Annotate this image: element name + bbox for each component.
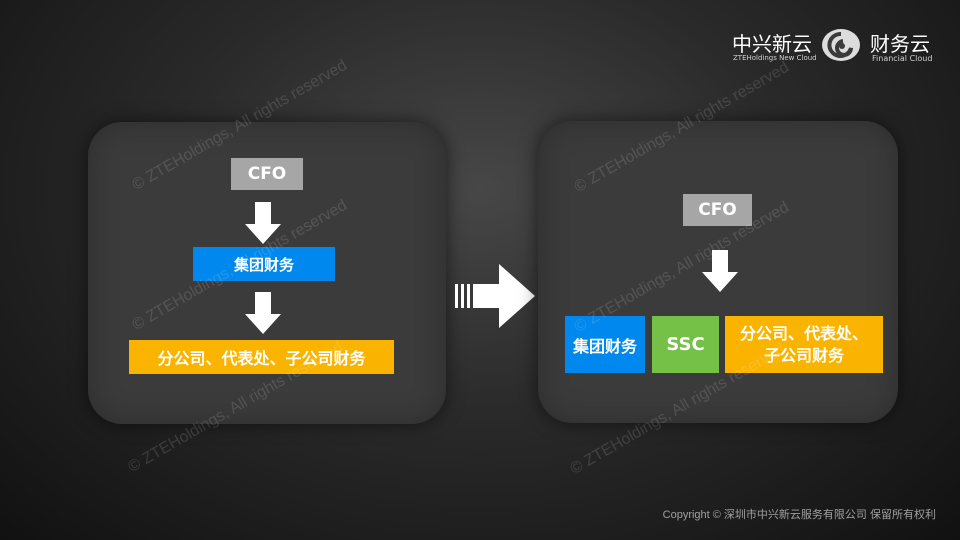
company-name-en: ZTEHoldings New Cloud bbox=[733, 54, 817, 62]
right-arrow-icon bbox=[455, 264, 535, 328]
company-name-cn: 中兴新云 bbox=[732, 32, 812, 56]
cloud-logo-icon bbox=[822, 29, 860, 61]
right-cfo-box: CFO bbox=[683, 194, 752, 226]
right-branches-line1: 分公司、代表处、 bbox=[739, 323, 868, 343]
right-group-finance-box: 集团财务 bbox=[565, 316, 645, 373]
down-arrow-icon bbox=[245, 202, 281, 244]
right-branches-box: 分公司、代表处、 子公司财务 bbox=[725, 316, 883, 373]
left-branches-box: 分公司、代表处、子公司财务 bbox=[129, 340, 394, 374]
left-cfo-box: CFO bbox=[231, 158, 303, 190]
down-arrow-icon bbox=[245, 292, 281, 334]
ssc-box: SSC bbox=[652, 316, 719, 373]
copyright-footer: Copyright © 深圳市中兴新云服务有限公司 保留所有权利 bbox=[662, 509, 936, 521]
product-name-en: Financial Cloud bbox=[872, 54, 933, 63]
product-name-cn: 财务云 bbox=[870, 32, 930, 56]
right-branches-line2: 子公司财务 bbox=[763, 345, 844, 365]
left-group-finance-box: 集团财务 bbox=[193, 247, 335, 281]
down-arrow-icon bbox=[702, 250, 738, 292]
